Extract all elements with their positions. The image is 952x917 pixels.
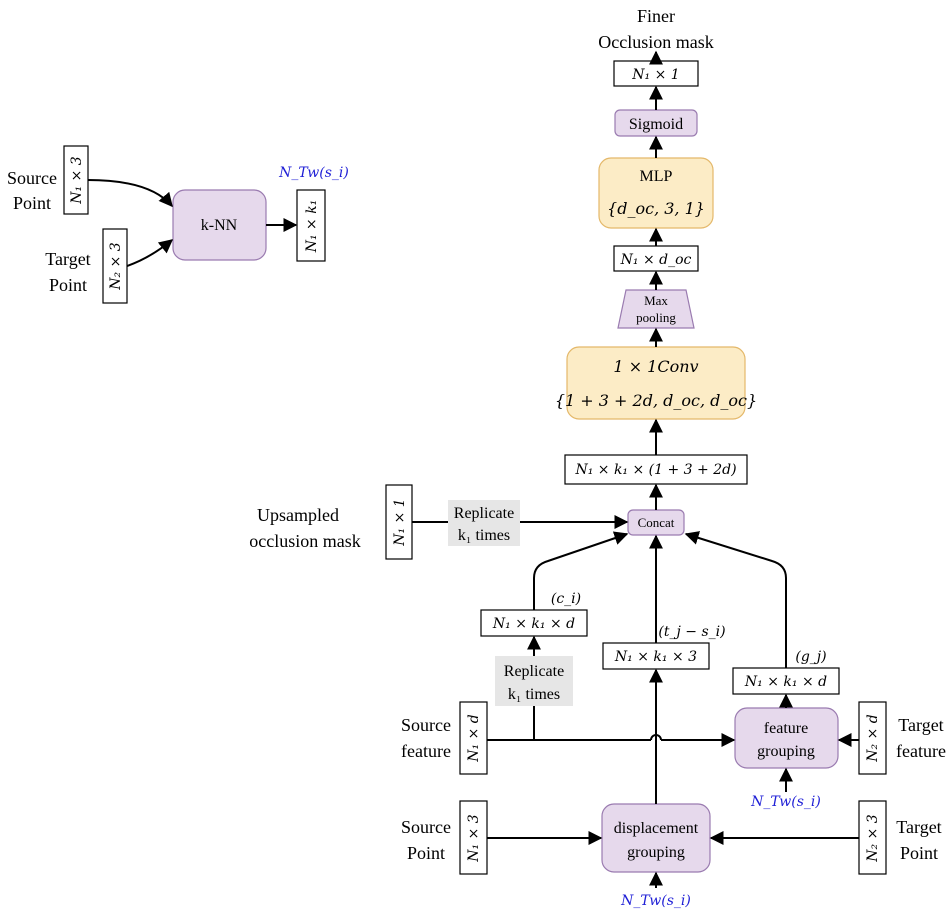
target-point-label-1: Target xyxy=(896,817,941,837)
disp-dim: N₁ × k₁ × 3 xyxy=(614,649,697,665)
knn-source-point-label-1: Source xyxy=(7,168,57,188)
maxpool-shape xyxy=(617,289,695,329)
sigmoid-label: Sigmoid xyxy=(629,116,683,133)
knn-source-dim: N₁ × 3 xyxy=(69,156,85,204)
knn-source-point-label-2: Point xyxy=(13,193,51,213)
output-dim: N₁ × 1 xyxy=(631,67,679,83)
target-feature-dim-box xyxy=(858,701,887,775)
ci-label: (c_i) xyxy=(551,591,581,607)
knn-arrow-target xyxy=(126,239,174,267)
source-point-dim-box xyxy=(459,800,488,875)
maxpool-label-1: Max xyxy=(644,293,668,308)
arrow-ci-to-concat xyxy=(533,531,629,610)
replicate-mid-label-1: Replicate xyxy=(504,663,564,680)
replicate-top-box xyxy=(448,500,520,546)
knn-output-dim-box xyxy=(296,189,326,262)
knn-neighborhood: N_Tw(s_i) xyxy=(278,165,349,181)
concat-dim: N₁ × k₁ × (1 + 3 + 2d) xyxy=(574,462,736,478)
title-line-2: Occlusion mask xyxy=(598,32,713,52)
source-point-label-1: Source xyxy=(401,817,451,837)
conv-params: {1 + 3 + 2d, d_oc, d_oc} xyxy=(555,391,757,410)
knn-target-point-label-1: Target xyxy=(45,249,90,269)
arrow-gj-to-concat xyxy=(684,531,787,668)
knn-panel: Source Point N₁ × 3 Target Point N₂ × 3 … xyxy=(7,145,349,304)
knn-box-label: k-NN xyxy=(201,217,238,234)
target-feature-label-2: feature xyxy=(896,741,946,761)
main-pipeline: Finer Occlusion mask N₁ × 1 Sigmoid MLP … xyxy=(249,6,946,909)
fg-neighborhood: N_Tw(s_i) xyxy=(750,794,821,810)
knn-output-dim: N₁ × k₁ xyxy=(304,200,320,254)
mlp-title: MLP xyxy=(640,168,673,185)
concat-dim-box xyxy=(564,454,748,485)
upsampled-dim: N₁ × 1 xyxy=(392,498,408,546)
source-feature-dim-box xyxy=(459,701,488,775)
replicate-mid-label-2: k₁ times xyxy=(508,686,560,703)
disp-label: (t_j − s_i) xyxy=(658,624,725,640)
feature-grouping-label-2: grouping xyxy=(757,743,815,760)
source-feature-dim: N₁ × d xyxy=(466,714,482,762)
replicate-mid-box xyxy=(495,656,573,706)
knn-target-dim-box xyxy=(102,228,128,304)
feature-grouping-label-1: feature xyxy=(764,720,808,737)
dg-neighborhood: N_Tw(s_i) xyxy=(620,893,691,909)
target-point-label-2: Point xyxy=(900,843,938,863)
mlp-params: {d_oc, 3, 1} xyxy=(607,199,705,218)
displacement-grouping-label-2: grouping xyxy=(627,844,685,861)
mlp-in-dim: N₁ × d_oc xyxy=(620,252,692,268)
maxpool-label-2: pooling xyxy=(636,310,676,325)
mlp-in-dim-box xyxy=(613,245,699,272)
gj-label: (g_j) xyxy=(795,649,826,665)
upsampled-label-2: occlusion mask xyxy=(249,531,360,551)
conv-title: 1 × 1Conv xyxy=(613,357,698,376)
gj-dim: N₁ × k₁ × d xyxy=(744,674,827,690)
knn-target-point-label-2: Point xyxy=(49,275,87,295)
source-feature-label-2: feature xyxy=(401,741,451,761)
concat-label: Concat xyxy=(638,515,675,530)
knn-target-dim: N₂ × 3 xyxy=(108,242,124,290)
knn-arrow-source xyxy=(87,179,173,208)
upsampled-dim-box xyxy=(385,484,413,560)
source-point-dim: N₁ × 3 xyxy=(466,814,482,862)
target-feature-dim: N₂ × d xyxy=(865,714,881,762)
knn-source-dim-box xyxy=(63,145,89,215)
target-feature-label-1: Target xyxy=(898,715,943,735)
displacement-grouping-label-1: displacement xyxy=(614,820,699,837)
source-point-label-2: Point xyxy=(407,843,445,863)
ci-dim: N₁ × k₁ × d xyxy=(492,616,575,632)
target-point-dim: N₂ × 3 xyxy=(865,814,881,862)
replicate-top-label-2: k₁ times xyxy=(458,527,510,544)
replicate-top-label-1: Replicate xyxy=(454,505,514,522)
source-feature-label-1: Source xyxy=(401,715,451,735)
title-line-1: Finer xyxy=(637,6,675,26)
displacement-grouping-box xyxy=(601,803,711,873)
gj-dim-box xyxy=(732,667,840,695)
target-point-dim-box xyxy=(858,800,887,875)
upsampled-label-1: Upsampled xyxy=(257,505,339,525)
